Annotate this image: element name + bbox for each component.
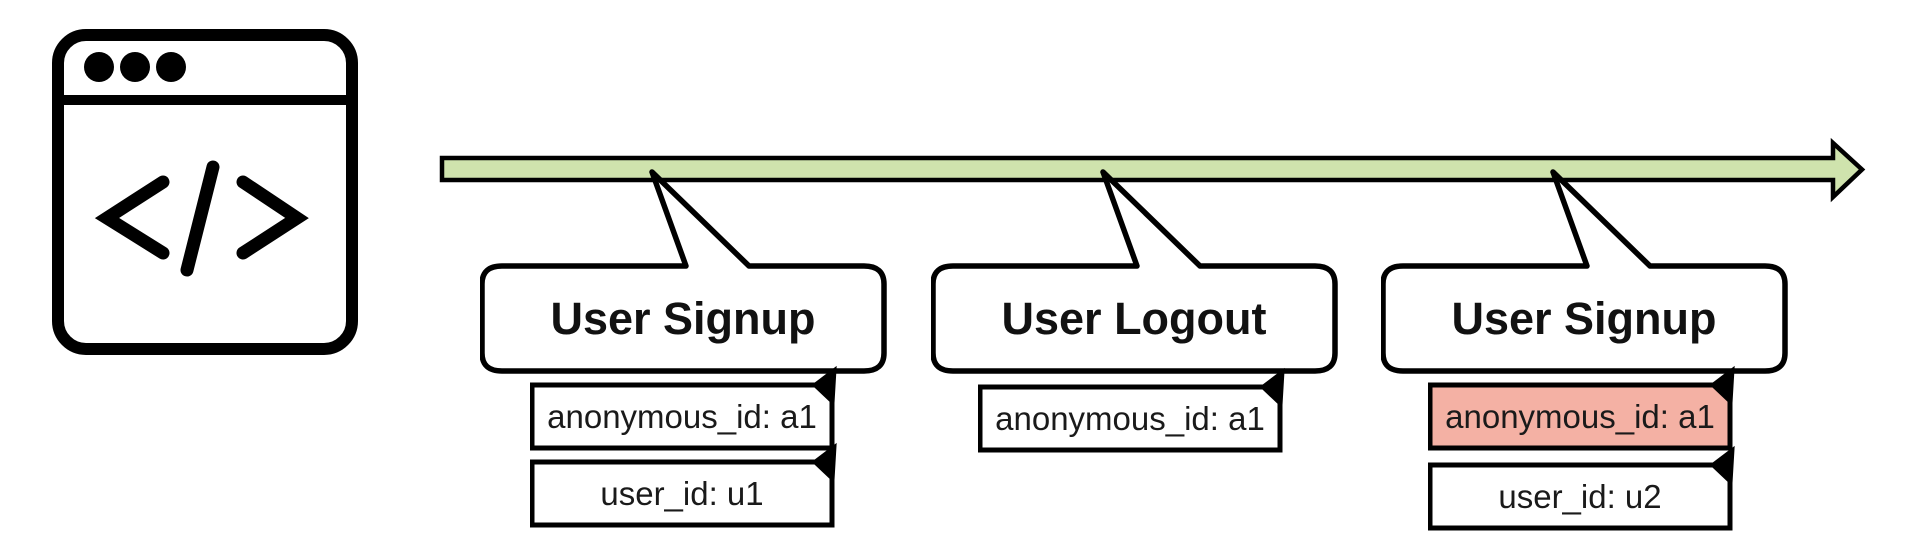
note-corner-flag-icon xyxy=(811,365,837,407)
note-corner-flag-icon xyxy=(811,442,837,484)
note-text: user_id: u1 xyxy=(600,474,764,512)
note-corner-flag-icon xyxy=(1709,365,1735,407)
note-shape xyxy=(1428,445,1735,531)
event-bubble xyxy=(931,169,1338,374)
note-corner-flag-icon xyxy=(1259,367,1285,409)
window-dot-icon xyxy=(84,52,114,82)
event-title: User Signup xyxy=(550,292,816,344)
event-title: User Signup xyxy=(1451,292,1717,344)
note-text: anonymous_id: a1 xyxy=(995,399,1265,437)
note-text: user_id: u2 xyxy=(1498,477,1662,515)
note-shape xyxy=(978,367,1285,453)
note-text: anonymous_id: a1 xyxy=(547,397,817,435)
note-shape xyxy=(530,442,837,528)
window-dot-icon xyxy=(156,52,186,82)
event-title: User Logout xyxy=(1001,292,1267,344)
note-corner-flag-icon xyxy=(1709,445,1735,487)
timeline-arrow xyxy=(439,137,1866,203)
note-shape xyxy=(530,365,837,451)
note-text: anonymous_id: a1 xyxy=(1445,397,1715,435)
note-highlighted-shape xyxy=(1428,365,1735,451)
event-bubble xyxy=(480,169,887,374)
event-bubble xyxy=(1381,169,1788,374)
browser-code-icon xyxy=(52,29,358,355)
code-glyph-icon xyxy=(94,160,309,277)
window-dot-icon xyxy=(120,52,150,82)
